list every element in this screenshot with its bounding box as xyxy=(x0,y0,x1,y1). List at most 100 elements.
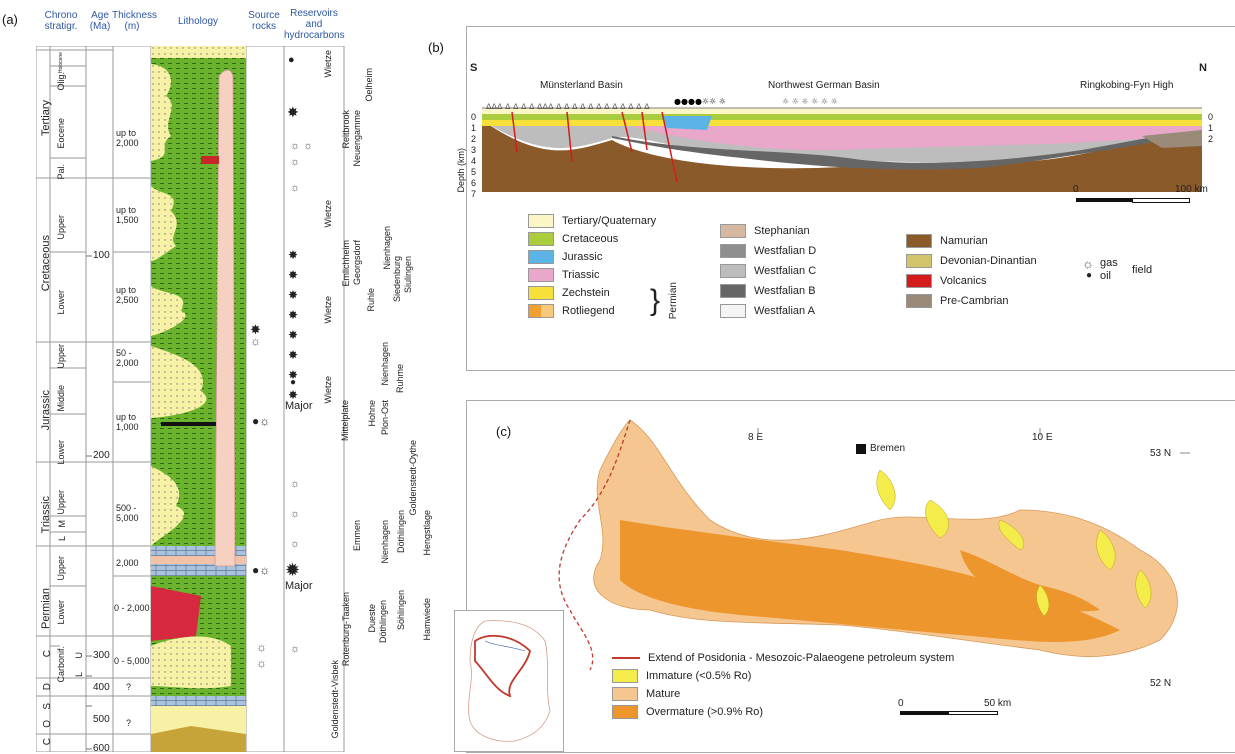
legend-item: Triassic xyxy=(528,268,600,283)
legend-item: Devonian-Dinantian xyxy=(906,254,1037,269)
gas-icon: ☼ xyxy=(290,508,301,520)
header-reservoirs: Reservoirs and hydrocarbons xyxy=(284,8,345,41)
header-reservoirs-l3: hydrocarbons xyxy=(284,30,345,41)
gas-icon: ☼ xyxy=(290,478,301,490)
section-scale-zero: 0 xyxy=(1073,184,1079,195)
legend-swatch xyxy=(612,705,638,720)
legend-swatch xyxy=(720,244,746,259)
legend-item: Namurian xyxy=(906,234,988,249)
depth-tick: 1 xyxy=(471,123,477,133)
gas-icon: ☼ xyxy=(290,182,301,194)
legend-item: Cretaceous xyxy=(528,232,618,247)
period-d: D xyxy=(42,683,53,691)
legend-swatch xyxy=(720,224,746,239)
header-thickness-l1: Thickness xyxy=(112,10,158,21)
oil-icon: ● xyxy=(288,54,295,66)
legend-label: Tertiary/Quaternary xyxy=(562,215,657,227)
legend-label: Stephanian xyxy=(754,225,810,237)
field-name: Rotenburg-Taaken xyxy=(341,592,351,667)
age-500: 500 xyxy=(93,714,110,725)
well-symbols-icon: ᐃᐃᐃ ᐃ ᐃ ᐃ ᐃ ᐃᐃᐃ ᐃ ᐃ ᐃ ᐃ ᐃ ᐃ ᐃ ᐃ ᐃ ᐃ ᐃ ᐃ xyxy=(486,102,650,111)
legend-line-swatch xyxy=(612,657,640,660)
field-name: Wietze xyxy=(323,376,333,404)
header-chrono: Chrono stratigr. xyxy=(36,10,86,32)
legend-item: Mature xyxy=(612,687,681,702)
legend-item: Rotliegend xyxy=(528,304,615,319)
legend-label: Devonian-Dinantian xyxy=(940,255,1037,267)
legend-item: Tertiary/Quaternary xyxy=(528,214,657,229)
field-name: Nienhagen xyxy=(380,342,390,386)
epoch-holocene: Holocene xyxy=(58,52,64,74)
period-jurassic: Jurassic xyxy=(40,390,52,431)
legend-swatch xyxy=(720,264,746,279)
age-600: 600 xyxy=(93,743,110,754)
oil-star-stack-icon: ✸✸✸✸✸✸✸✸ xyxy=(288,248,299,402)
legend-label: Westfalian B xyxy=(754,285,816,297)
panel-a-label: (a) xyxy=(2,12,18,27)
legend-label: Immature (<0.5% Ro) xyxy=(646,670,752,682)
period-s: S xyxy=(42,703,53,710)
map-scale-label: 50 km xyxy=(984,698,1012,709)
epoch-eocene: Eocene xyxy=(56,118,66,149)
epoch-perm-upper: Upper xyxy=(56,556,66,581)
section-scale-bar xyxy=(1076,198,1132,202)
thk-cret-upper: up to 1,500 xyxy=(116,205,139,225)
legend-label: Westfalian D xyxy=(754,245,817,257)
field-name: Hamwiede xyxy=(422,598,432,641)
legend-label: Volcanics xyxy=(940,275,987,287)
field-name: Ruhme xyxy=(395,364,405,394)
epoch-tri-upper: Upper xyxy=(56,490,66,515)
epoch-tri-l: L xyxy=(57,536,67,542)
header-source-l1: Source xyxy=(248,10,280,21)
header-chrono-l1: Chrono xyxy=(44,10,78,21)
field-name: Döthlingen xyxy=(378,600,388,644)
inset-germany-outline xyxy=(468,620,551,742)
field-name: Goldenstedt-Oythe xyxy=(408,440,418,516)
map-lat-52n: 52 N xyxy=(1150,678,1172,689)
field-name: Emlichheim xyxy=(341,240,351,287)
field-name: Neuengamme xyxy=(352,110,362,167)
age-100: 100 xyxy=(93,250,110,261)
legend-label: Namurian xyxy=(940,235,988,247)
period-permian: Permian xyxy=(40,588,52,629)
depth-tick: 6 xyxy=(471,178,477,188)
legend-label: Jurassic xyxy=(562,251,603,263)
epoch-pal: Pal. xyxy=(56,164,66,180)
epoch-jur-lower: Lower xyxy=(56,440,66,465)
epoch-cret-upper: Upper xyxy=(56,215,66,240)
period-tertiary: Tertiary xyxy=(40,100,52,137)
bremen-marker-icon xyxy=(856,444,866,454)
legend-label: Westfalian C xyxy=(754,265,817,277)
period-triassic: Triassic xyxy=(40,496,52,534)
header-age-l1: Age xyxy=(91,10,109,21)
legend-item: Immature (<0.5% Ro) xyxy=(612,669,752,684)
depth-tick: 0 xyxy=(471,112,477,122)
epoch-perm-lower: Lower xyxy=(56,600,66,625)
depth-axis-label: Depth (km) xyxy=(456,148,466,193)
legend-item: Stephanian xyxy=(720,224,810,239)
legend-label: Mature xyxy=(646,688,681,700)
oil-star-icon: ✸ xyxy=(287,104,299,120)
legend-swatch xyxy=(612,669,638,684)
panel-c-label: (c) xyxy=(496,424,512,439)
field-name: Mittelplate xyxy=(340,400,350,442)
legend-swatch xyxy=(528,286,554,301)
field-name: Siulingen xyxy=(403,256,413,294)
major-label-2: Major xyxy=(285,580,313,592)
field-name: Ruhle xyxy=(366,288,376,312)
map-lon-8e: 8 E xyxy=(748,432,764,443)
legend-item: Overmature (>0.9% Ro) xyxy=(612,705,763,720)
epoch-cret-lower: Lower xyxy=(56,290,66,315)
section-scale-bar-white xyxy=(1132,198,1190,203)
legend-label: Zechstein xyxy=(562,287,610,299)
legend-gas-label: gas xyxy=(1100,257,1118,269)
age-300: 300 xyxy=(93,650,110,661)
permian-brace: } xyxy=(650,284,661,317)
legend-label: Extend of Posidonia - Mesozoic-Palaeogen… xyxy=(648,652,955,664)
legend-label: Triassic xyxy=(562,269,600,281)
header-chrono-l2: stratigr. xyxy=(44,21,78,32)
legend-item: Westfalian D xyxy=(720,244,817,259)
field-name: Nienhagen xyxy=(380,520,390,564)
thk-tertiary: up to 2,000 xyxy=(116,128,139,148)
field-name: Georgsdorf xyxy=(352,240,362,286)
